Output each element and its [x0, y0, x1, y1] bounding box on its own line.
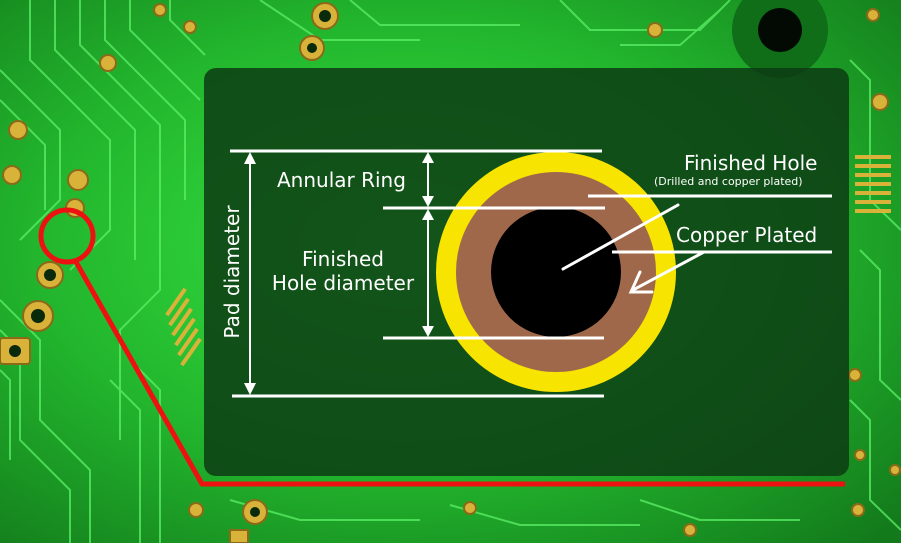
edge-connector-right [855, 155, 891, 213]
drilled-hole [491, 207, 621, 337]
finished-hole-note: (Drilled and copper plated) [654, 175, 803, 188]
copper-plated-label: Copper Plated [676, 223, 818, 247]
leader-lines [561, 203, 706, 294]
annular-ring-label: Annular Ring [277, 168, 406, 192]
finished-hole-diameter-line1: Finished [302, 247, 384, 271]
mounting-hole [732, 0, 828, 78]
reference-lines [230, 149, 832, 398]
highlight-connector-line [73, 260, 845, 487]
pcb-pad-holes [9, 10, 331, 517]
finished-hole-diameter-line2: Hole diameter [271, 271, 415, 295]
pad-diameter-label: Pad diameter [220, 205, 244, 339]
ic-leads-left [165, 287, 202, 367]
dimension-arrows [244, 152, 434, 395]
finished-hole-diameter-label: Finished Hole diameter [264, 247, 422, 295]
highlight-circle [38, 207, 96, 265]
finished-hole-label: Finished Hole [684, 151, 818, 175]
